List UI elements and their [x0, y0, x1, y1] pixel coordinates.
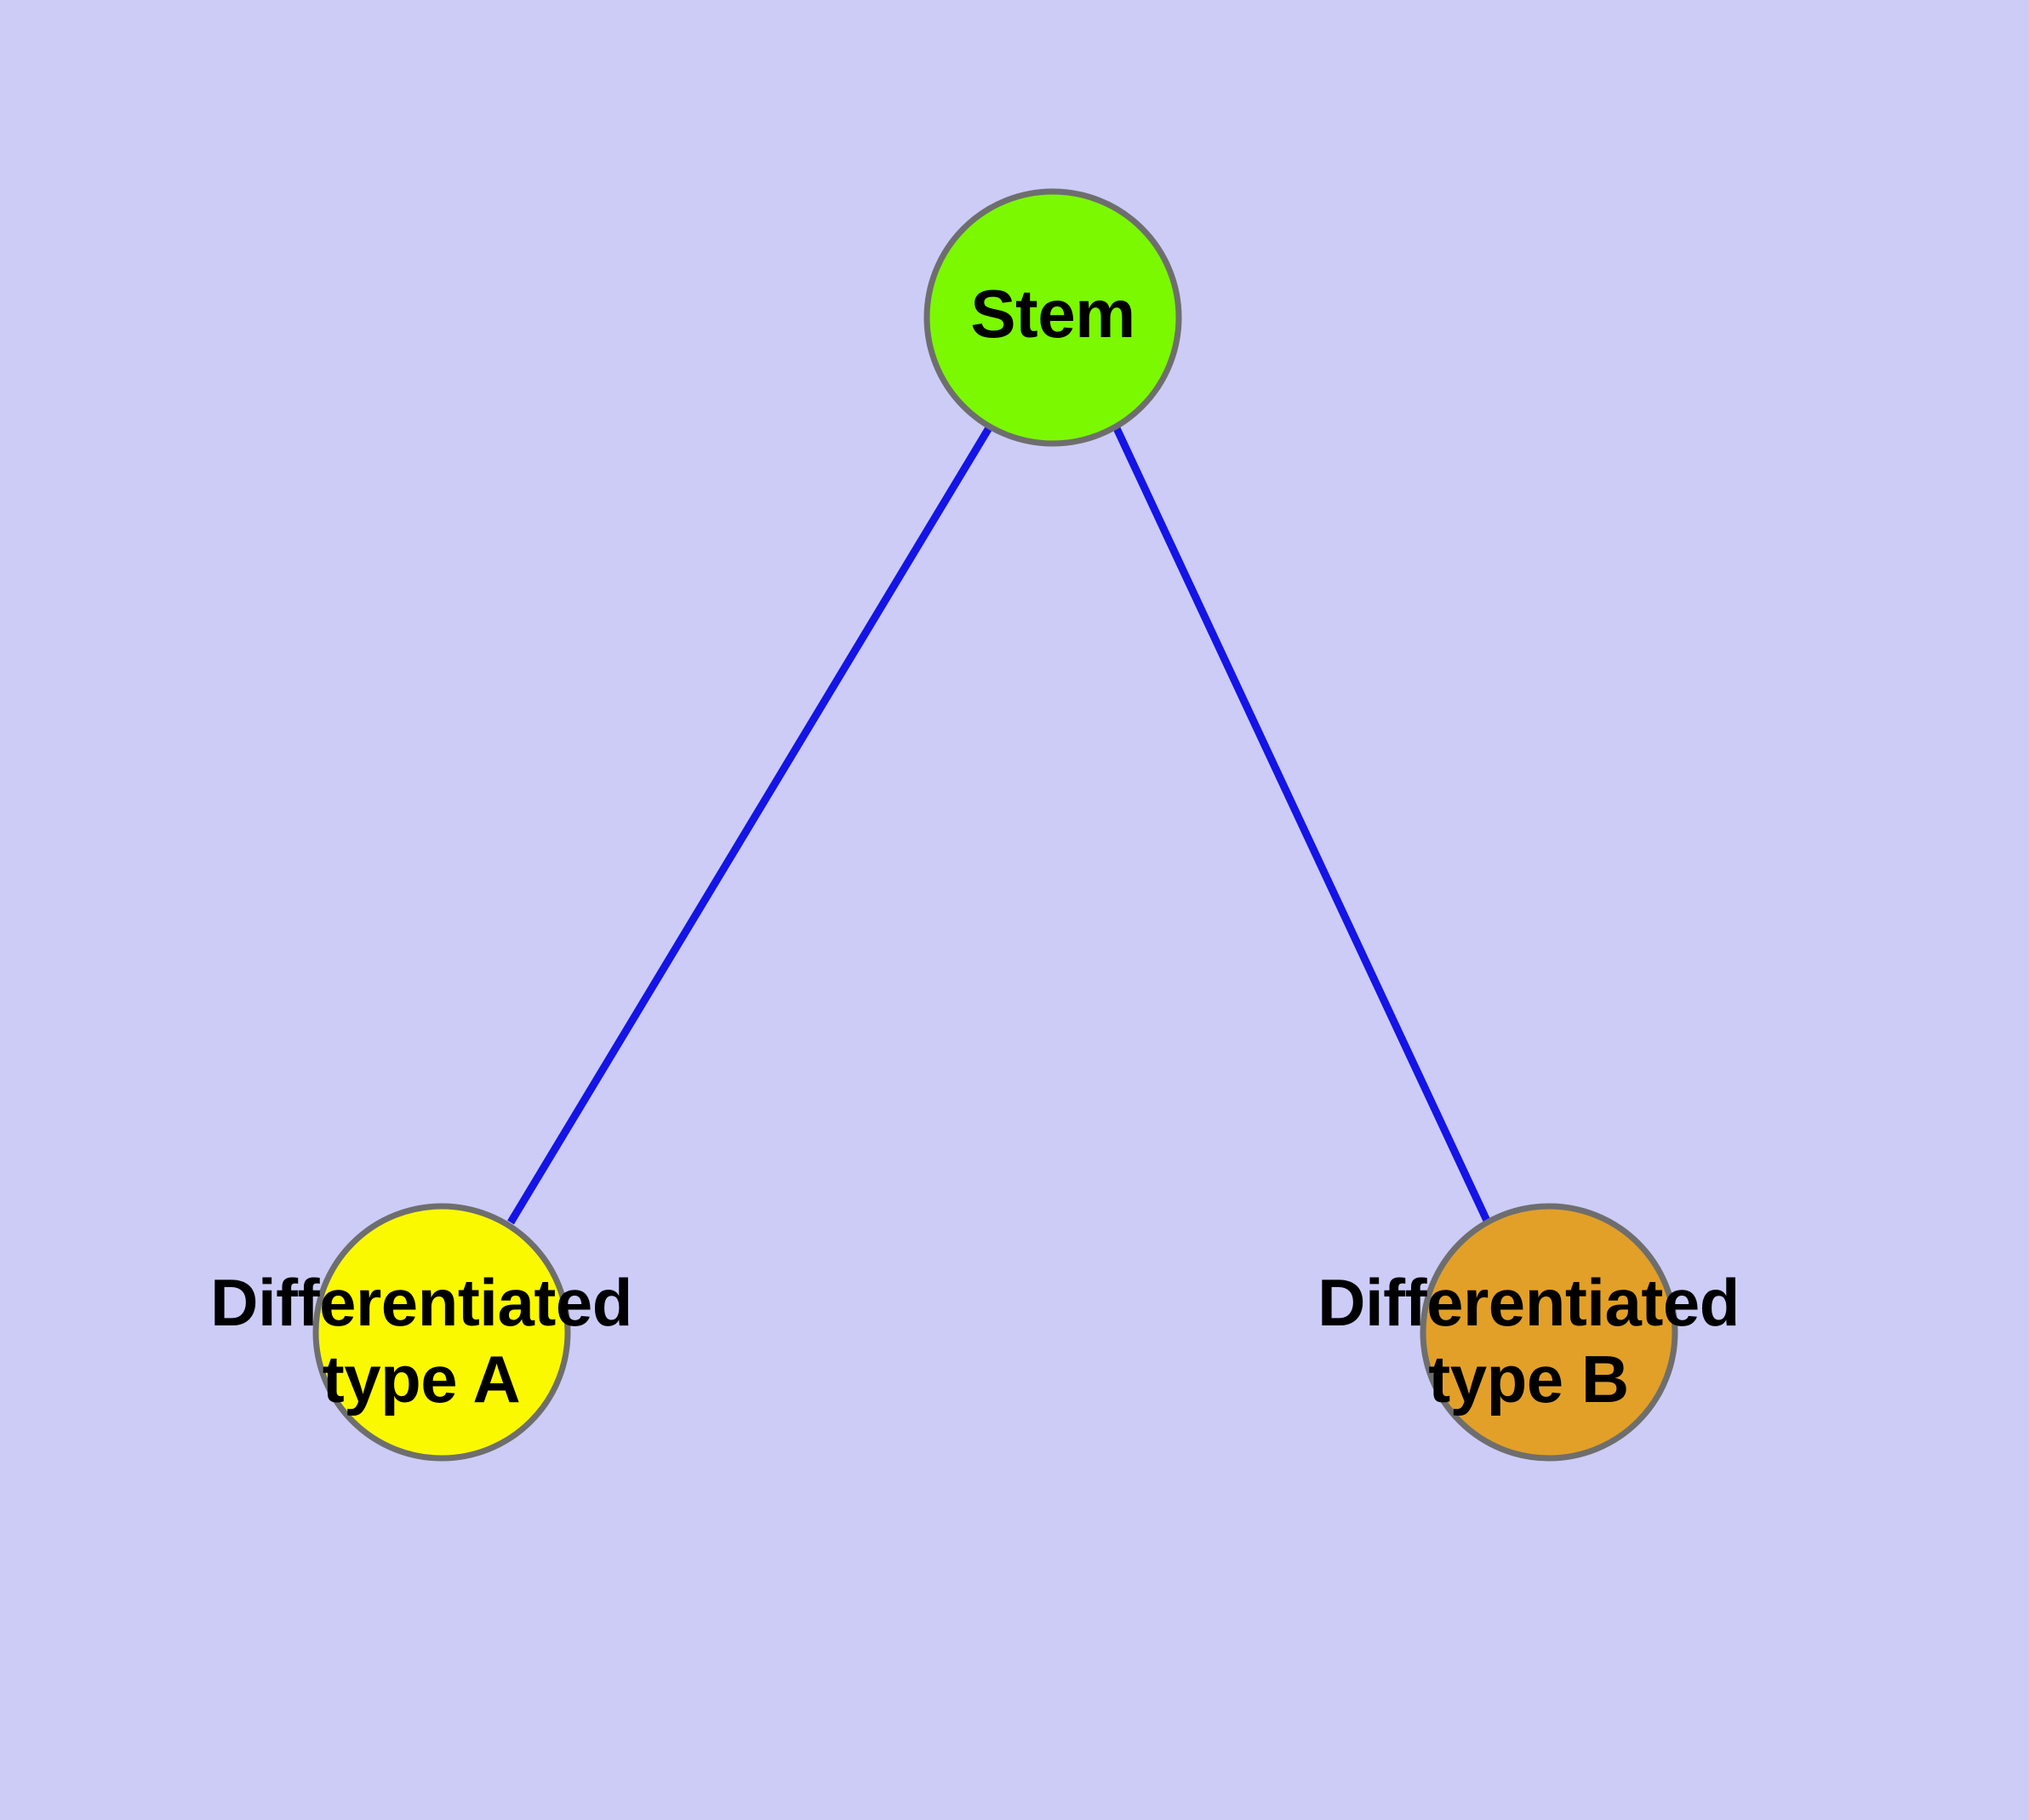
- node-differentiated-type-a[interactable]: [312, 1203, 571, 1462]
- edge-group: [507, 424, 1492, 1225]
- node-group: [312, 188, 1678, 1462]
- node-differentiated-type-b[interactable]: [1420, 1203, 1678, 1462]
- edge-stem-to-differentiated-type-b[interactable]: [1112, 425, 1492, 1224]
- node-stem[interactable]: [923, 188, 1182, 447]
- edge-stem-to-differentiated-type-a[interactable]: [507, 424, 993, 1225]
